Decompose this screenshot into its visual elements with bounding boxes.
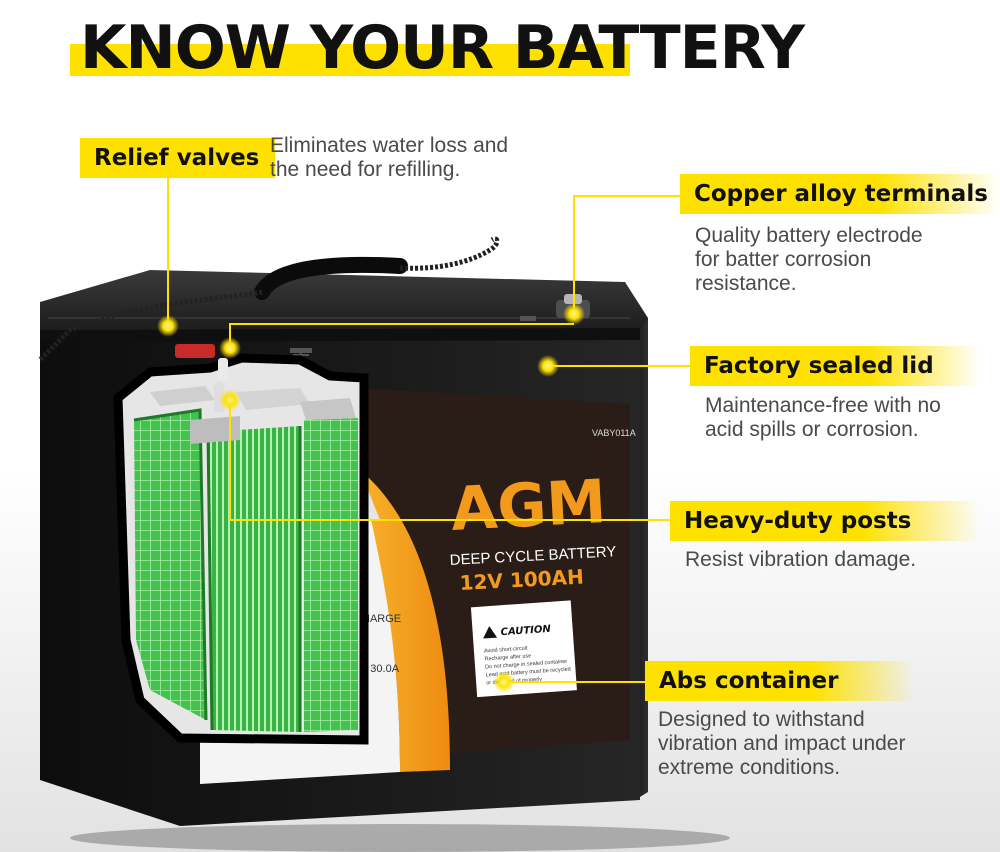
callout-copper-terminals-desc: Quality battery electrode for batter cor… [695, 224, 923, 295]
callout-relief-valves: Relief valves [80, 138, 276, 178]
callout-sealed-lid: Factory sealed lid [690, 346, 980, 386]
caution-line: Lead acid battery must be recycled [485, 667, 571, 679]
glowing-yellow-dot [537, 355, 559, 377]
glowing-yellow-dot [493, 671, 515, 693]
label-brand: AGM [449, 467, 608, 545]
callout-sealed-lid-desc: Maintenance-free with no acid spills or … [705, 394, 941, 441]
callout-heavy-posts-desc: Resist vibration damage. [685, 548, 917, 571]
glowing-yellow-dot [563, 303, 585, 325]
caution-line: Recharge after use [484, 653, 531, 662]
caution-line: Avoid short-circuit [484, 645, 528, 654]
warning-triangle-icon [483, 626, 498, 639]
callout-abs-container-desc: Designed to withstand vibration and impa… [658, 708, 906, 779]
glowing-yellow-dot [219, 389, 241, 411]
page-title: KNOW YOUR BATTERY [80, 13, 805, 83]
caution-line: Do not charge in sealed container [485, 659, 568, 671]
glowing-yellow-dot [219, 337, 241, 359]
title-highlight [70, 44, 630, 76]
caution-title: CAUTION [500, 624, 551, 639]
callout-abs-container: Abs container [645, 661, 915, 701]
glowing-yellow-dot [157, 315, 179, 337]
label-side-text: HARGE [362, 613, 401, 625]
model-number: VABY011A [592, 428, 636, 438]
callout-heavy-posts: Heavy-duty posts [670, 501, 980, 541]
callout-relief-valves-desc: Eliminates water loss and the need for r… [270, 134, 509, 181]
callout-copper-terminals: Copper alloy terminals [680, 174, 1000, 214]
